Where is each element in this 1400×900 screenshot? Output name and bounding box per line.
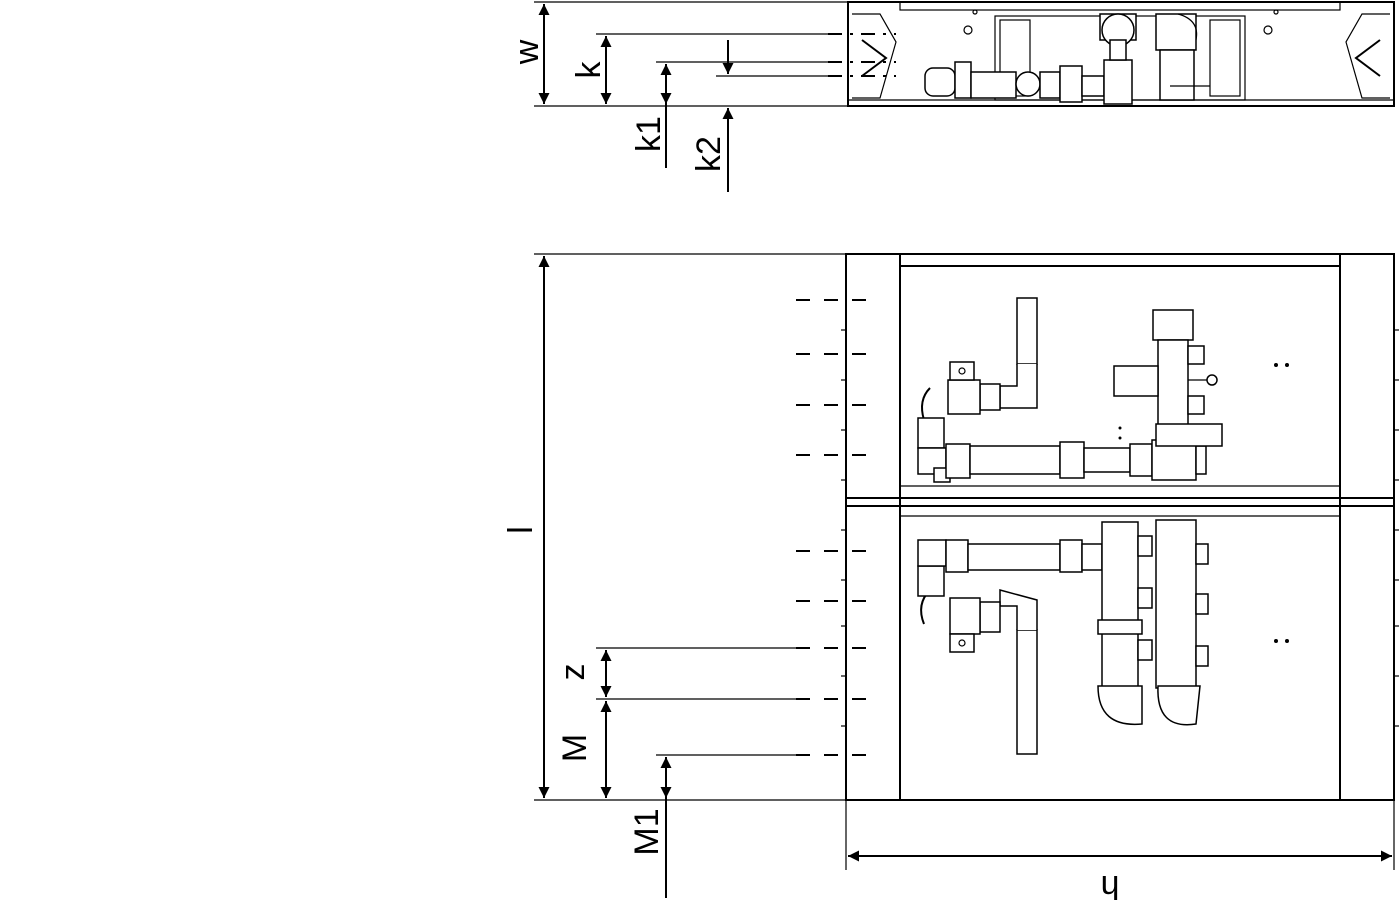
lower-pipe-assembly: [917, 519, 1289, 755]
right-rail: [1339, 253, 1395, 801]
left-bracket: [852, 13, 897, 99]
right-bracket: [1345, 13, 1390, 99]
dimension-h: h: [848, 850, 1392, 900]
dimension-w: w: [508, 4, 550, 104]
label-h: h: [1101, 868, 1120, 900]
pipe-assembly-top: [924, 13, 1210, 105]
label-z: z: [554, 664, 592, 681]
label-k2: k2: [690, 136, 728, 172]
front-view: [534, 253, 1399, 870]
label-M: M: [556, 734, 594, 762]
dimension-k2: k2: [690, 40, 734, 192]
left-rail: [845, 253, 901, 801]
hole-position-marks: [796, 299, 874, 756]
dimension-k1: k1: [630, 64, 672, 168]
dimension-M: M: [556, 701, 612, 798]
dimension-l: l: [502, 256, 550, 798]
label-k: k: [570, 61, 608, 79]
dimension-M1: M1: [628, 757, 672, 898]
label-M1: M1: [628, 808, 666, 855]
top-view: [534, 1, 1395, 107]
dimension-z: z: [554, 650, 612, 697]
label-k1: k1: [630, 116, 668, 152]
dimension-k: k: [570, 36, 612, 104]
label-l: l: [502, 526, 540, 534]
upper-pipe-assembly: [917, 297, 1289, 483]
label-w: w: [508, 39, 546, 65]
